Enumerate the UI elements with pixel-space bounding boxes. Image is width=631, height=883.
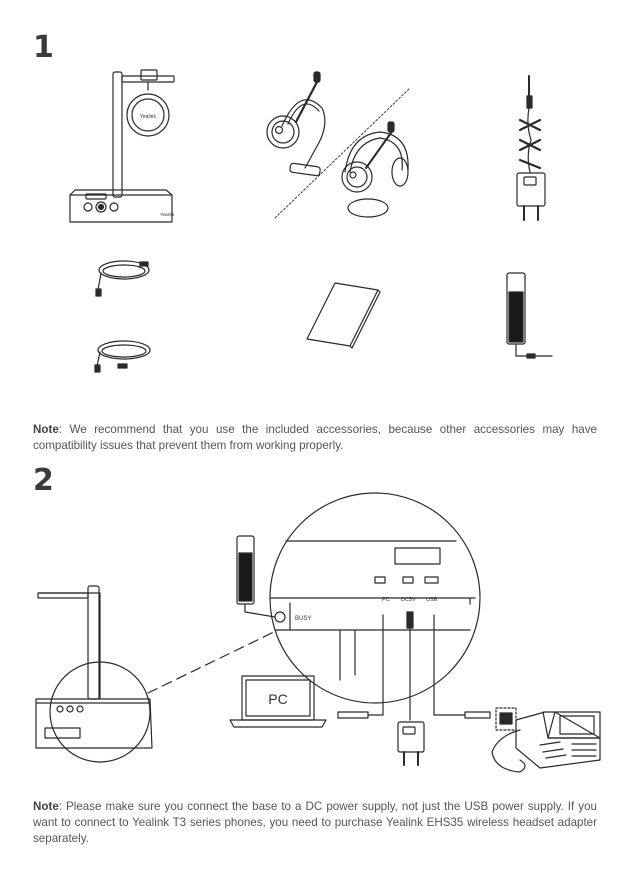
note-label: Note — [33, 800, 59, 813]
note-accessories: Note: We recommend that you use the incl… — [33, 422, 597, 454]
mono-headset-illustration — [266, 71, 411, 219]
step-number-2: 2 — [33, 463, 54, 498]
step-number-1: 1 — [33, 30, 54, 65]
note-label: Note — [33, 423, 59, 436]
busy-light-illustration — [506, 272, 553, 359]
laptop-pc-label: PC — [268, 691, 287, 707]
quick-start-guide-illustration — [306, 282, 381, 349]
busy-port-label: BUSY — [295, 616, 311, 622]
note-power-supply: Note: Please make sure you connect the b… — [33, 799, 597, 847]
base-logo-text: Yealink — [140, 114, 156, 120]
usb-cable-2-illustration — [94, 340, 151, 373]
usb-port-label: USB — [426, 597, 438, 603]
headset-base-illustration: Yealink Yealink — [69, 69, 175, 223]
usb-cable-1-illustration — [95, 260, 150, 297]
dual-headset-illustration — [341, 121, 409, 218]
power-adapter-illustration — [516, 75, 546, 221]
note-text: : We recommend that you use the included… — [33, 423, 597, 452]
note-text: : Please make sure you connect the base … — [33, 800, 597, 845]
base-front-logo: Yealink — [160, 212, 175, 217]
dc-port-label: DC5V — [401, 597, 416, 603]
connection-diagram: BUSY PC DC5V USB PC — [35, 492, 601, 773]
pc-port-label: PC — [382, 597, 390, 603]
